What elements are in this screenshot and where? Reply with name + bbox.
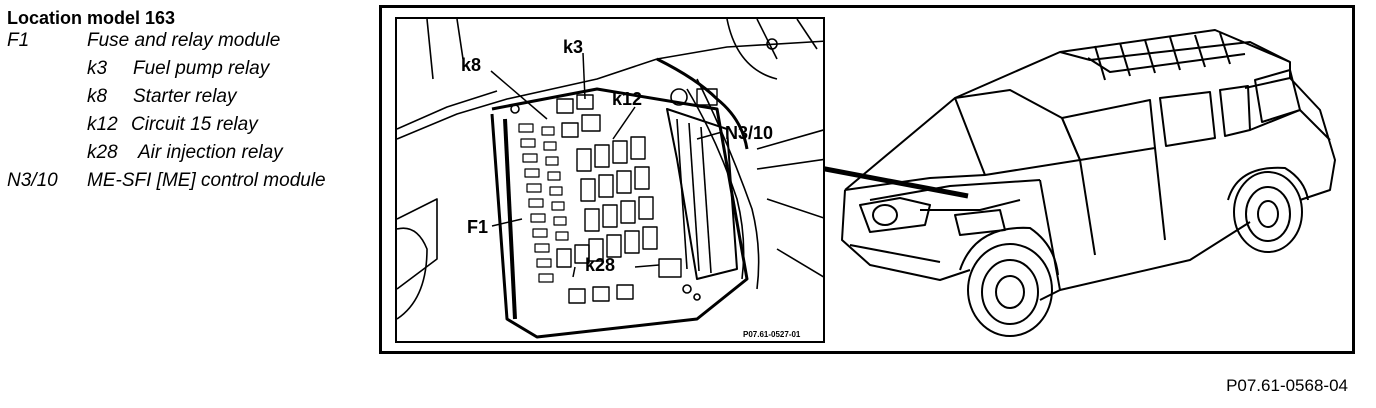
legend-code: k12 [87, 114, 118, 135]
legend-desc: Fuse and relay module [87, 30, 281, 51]
engine-compartment-inset: k3 k8 k12 N3/10 F1 k28 P07.61-0527-01 [395, 17, 825, 343]
legend-desc: Starter relay [133, 86, 237, 107]
legend-title: Location model 163 [7, 8, 176, 28]
legend: Location model 163 F1 Fuse and relay mod… [7, 6, 326, 198]
legend-item-k8: k8 Starter relay [7, 86, 236, 114]
legend-item-n310: N3/10 ME-SFI [ME] control module [7, 170, 326, 198]
callout-f1: F1 [467, 217, 488, 237]
legend-item-k3: k3 Fuel pump relay [7, 58, 269, 86]
callout-k3: k3 [563, 37, 583, 57]
inset-figure-code: P07.61-0527-01 [743, 330, 801, 339]
legend-desc: Air injection relay [138, 142, 283, 163]
diagram-frame [379, 5, 1355, 354]
legend-desc: Fuel pump relay [133, 58, 270, 79]
legend-code: k3 [87, 58, 108, 79]
legend-code: k28 [87, 142, 118, 163]
legend-desc: ME-SFI [ME] control module [87, 170, 326, 191]
fuse-relay-module-drawing: k3 k8 k12 N3/10 F1 k28 P07.61-0527-01 [397, 19, 823, 339]
callout-k28: k28 [585, 255, 615, 275]
callout-k8: k8 [461, 55, 481, 75]
legend-code: N3/10 [7, 170, 58, 191]
legend-code: F1 [7, 30, 30, 51]
legend-desc: Circuit 15 relay [131, 114, 258, 135]
callout-n3-10: N3/10 [725, 123, 773, 143]
legend-code: k8 [87, 86, 108, 107]
figure-code: P07.61-0568-04 [1226, 376, 1348, 395]
legend-item-k28: k28 Air injection relay [7, 142, 283, 170]
callout-k12: k12 [612, 89, 642, 109]
legend-item-f1: F1 Fuse and relay module [7, 30, 280, 58]
legend-item-k12: k12 Circuit 15 relay [7, 114, 258, 142]
